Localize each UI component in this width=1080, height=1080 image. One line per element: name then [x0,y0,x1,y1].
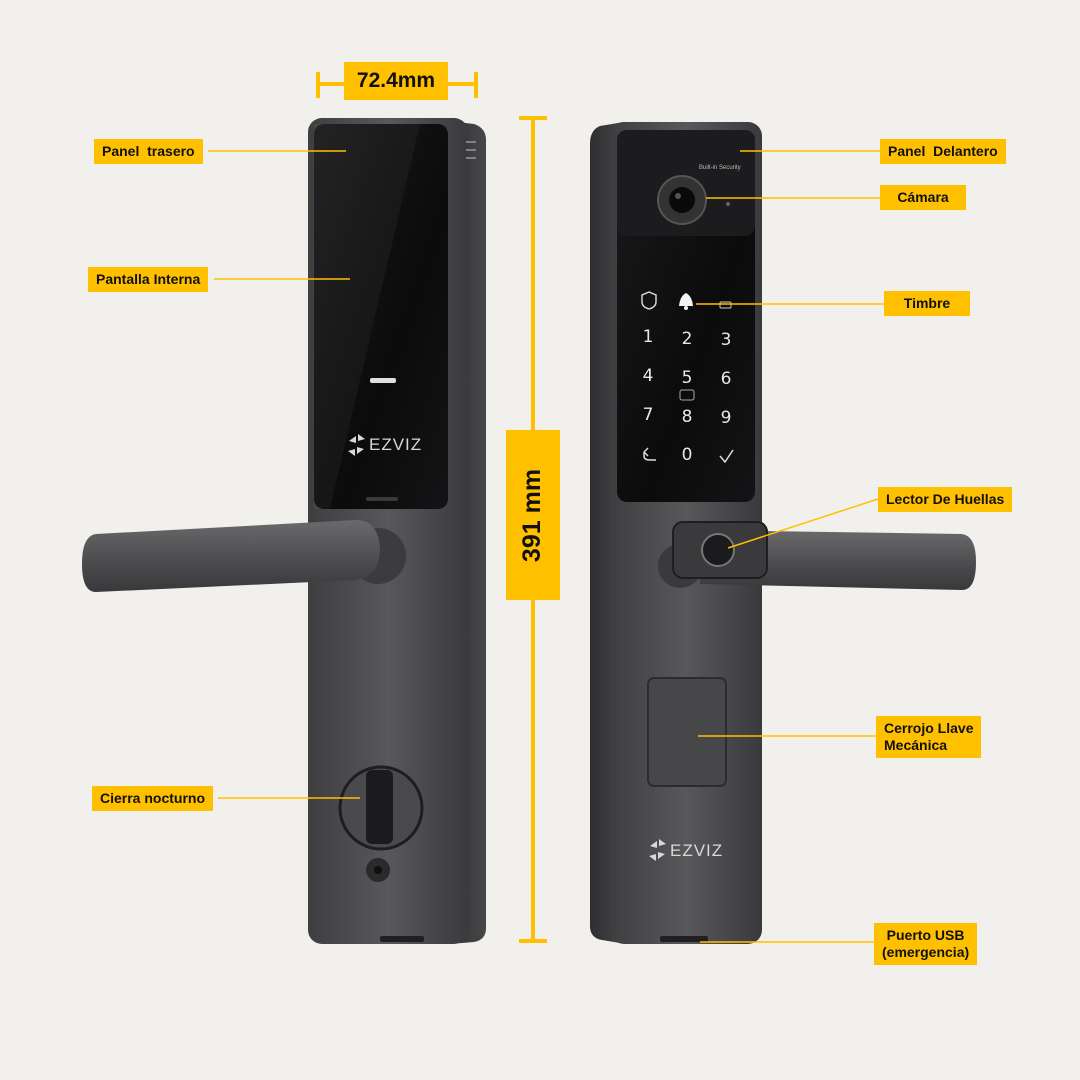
ezviz-logo-mark [348,434,365,456]
key-3[interactable]: 3 [720,330,732,350]
label-panel-delantero: Panel Delantero [880,139,1006,164]
mechanical-key-cover [647,677,727,787]
label-pantalla-interna: Pantalla Interna [88,267,209,292]
label-usb-line2: (emergencia) [882,944,970,960]
label-cierra-nocturno: Cierra nocturno [92,786,214,811]
back-key-icon[interactable] [643,447,656,461]
battery-icon [719,301,732,309]
key-8[interactable]: 8 [681,407,693,427]
ezviz-logo-mark-front [649,839,666,861]
shield-icon [641,291,657,310]
label-panel-trasero: Panel trasero [94,139,203,164]
key-5[interactable]: 5 [681,368,693,388]
front-lock [590,122,976,944]
width-dimension-label: 72.4mm [344,62,448,100]
key-9[interactable]: 9 [720,408,732,428]
rear-indicator-light [370,378,396,383]
camera-lens [669,187,695,213]
key-1[interactable]: 1 [642,327,654,347]
key-6[interactable]: 6 [720,369,732,389]
label-usb-line1: Puerto USB [886,927,965,943]
width-dimension [316,72,478,98]
night-latch-knob [366,770,393,844]
confirm-key-icon[interactable] [719,449,734,464]
key-7[interactable]: 7 [642,405,654,425]
label-lector-huellas: Lector De Huellas [878,487,1013,512]
rear-brand-logo: EZVIZ [369,435,423,454]
front-handle [700,530,976,590]
key-4[interactable]: 4 [642,366,654,386]
label-usb: Puerto USB (emergencia) [874,923,978,965]
fingerprint-sensor [701,533,735,567]
callout-lines [208,150,884,943]
label-cerrojo-line1: Cerrojo Llave [884,720,974,736]
height-dimension-text: 391 mm [518,468,547,562]
label-cerrojo: Cerrojo Llave Mecánica [876,716,982,758]
front-brand-logo: EZVIZ [670,841,724,860]
rear-lock [82,118,486,944]
label-cerrojo-line2: Mecánica [884,737,948,753]
bell-icon [679,293,693,306]
label-timbre: Timbre [884,291,970,316]
key-0[interactable]: 0 [681,445,693,465]
camera-caption: Built-in Security [699,165,741,171]
usb-port [660,936,708,942]
rear-screen [314,124,448,509]
rear-handle [82,520,380,592]
key-2[interactable]: 2 [681,329,693,349]
height-dimension-label: 391 mm [506,430,560,600]
height-dimension [519,116,547,943]
card-reader-icon [679,389,695,401]
label-camara: Cámara [880,185,966,210]
